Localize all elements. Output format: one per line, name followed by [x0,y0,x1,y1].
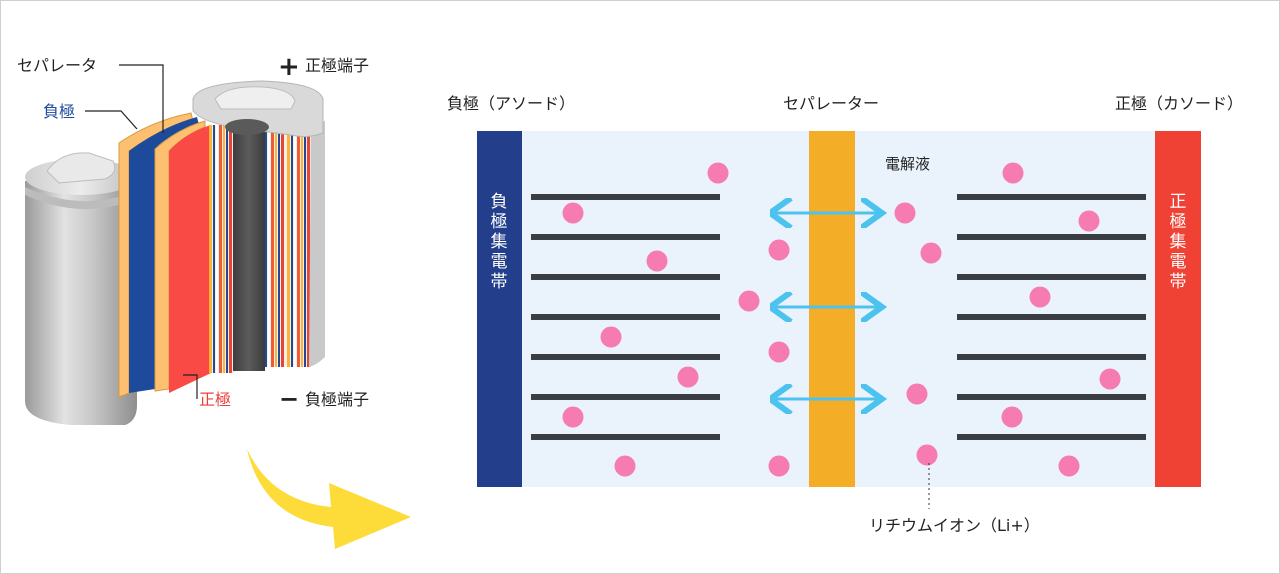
lithium-ion [1001,406,1023,428]
anode-collector-char: 集 [491,232,508,252]
lithium-ion [768,455,790,477]
battery-can-rim [25,187,137,210]
lithium-ion [1099,368,1121,390]
anode-electrode-line [531,434,720,440]
heading-cathode: 正極（カソード） [1115,94,1243,113]
battery-minus-sign: − [279,385,299,413]
separator-membrane [809,131,855,487]
cathode-electrode-line [957,314,1146,320]
cathode-electrode-line [957,274,1146,280]
cathode-electrode-line [957,394,1146,400]
anode-electrode-line [531,274,720,280]
anode-collector-char: 帯 [491,272,508,292]
battery-label-separator: セパレータ [17,56,97,75]
cathode-collector-char: 極 [1170,212,1187,232]
cathode-collector-char: 正 [1170,192,1187,212]
anode-collector-char: 極 [491,212,508,232]
battery-wound-layers-right [265,127,311,367]
heading-anode: 負極（アソード） [447,94,575,113]
lithium-ion [738,290,760,312]
battery-label-cathode: 正極 [199,390,231,409]
lithium-ions [562,162,1121,477]
battery-cathode-layer [169,125,211,393]
battery-can-inner-right [309,121,325,367]
lithium-ion [614,455,636,477]
lithium-ion [916,444,938,466]
cathode-collector-char: 帯 [1170,272,1187,292]
anode-electrode-lines [531,194,720,440]
cathode-electrode-line [957,354,1146,360]
lithium-ion [1078,210,1100,232]
battery-can-cap [46,152,116,184]
battery-top-hole [225,119,269,135]
battery-label-leaders [85,64,198,399]
battery-wound-layers [209,125,235,373]
ion-flow-arrows [773,213,879,399]
ion-label: リチウムイオン（Li+） [869,516,1040,535]
cathode-collector-char: 集 [1170,232,1187,252]
lithium-ion [1002,162,1024,184]
curved-arrow-icon [247,449,411,549]
cathode-electrode-lines [957,194,1146,440]
cathode-electrode-line [957,194,1146,200]
battery-anode-layer [129,117,199,393]
lithium-ion [920,242,942,264]
cathode-collector-char: 電 [1170,252,1187,272]
lithium-ion [646,250,668,272]
battery-core [233,121,265,371]
cathode-collector-label: 正 極 集 電 帯 [1170,192,1187,292]
lithium-ion [677,366,699,388]
lithium-ion [768,239,790,261]
anode-electrode-line [531,314,720,320]
anode-electrode-line [531,234,720,240]
cathode-collector [1155,131,1201,487]
battery-label-negative-terminal: 負極端子 [305,390,369,409]
lithium-ion [1029,286,1051,308]
anode-electrode-line [531,394,720,400]
anode-collector [477,131,522,487]
electrolyte-label: 電解液 [885,155,930,173]
lithium-ion [600,326,622,348]
lithium-ion [562,406,584,428]
lithium-ion [1058,455,1080,477]
lithium-ion [768,341,790,363]
anode-collector-char: 負 [491,192,508,212]
anode-electrode-line [531,194,720,200]
battery-can-outer [25,181,137,425]
battery-top-bump [214,86,296,110]
anode-collector-label: 負 極 集 電 帯 [491,192,508,292]
battery-illustration [25,80,325,425]
lithium-ion [906,383,928,405]
cathode-electrode-line [957,434,1146,440]
heading-separator: セパレーター [783,94,879,113]
anode-collector-char: 電 [491,252,508,272]
cathode-electrode-line [957,234,1146,240]
lithium-ion [562,202,584,224]
lithium-ion [707,162,729,184]
battery-label-anode: 負極 [43,102,75,121]
anode-electrode-line [531,354,720,360]
battery-label-positive-terminal: 正極端子 [305,56,369,75]
battery-plus-sign: + [278,52,300,82]
lithium-ion [894,202,916,224]
